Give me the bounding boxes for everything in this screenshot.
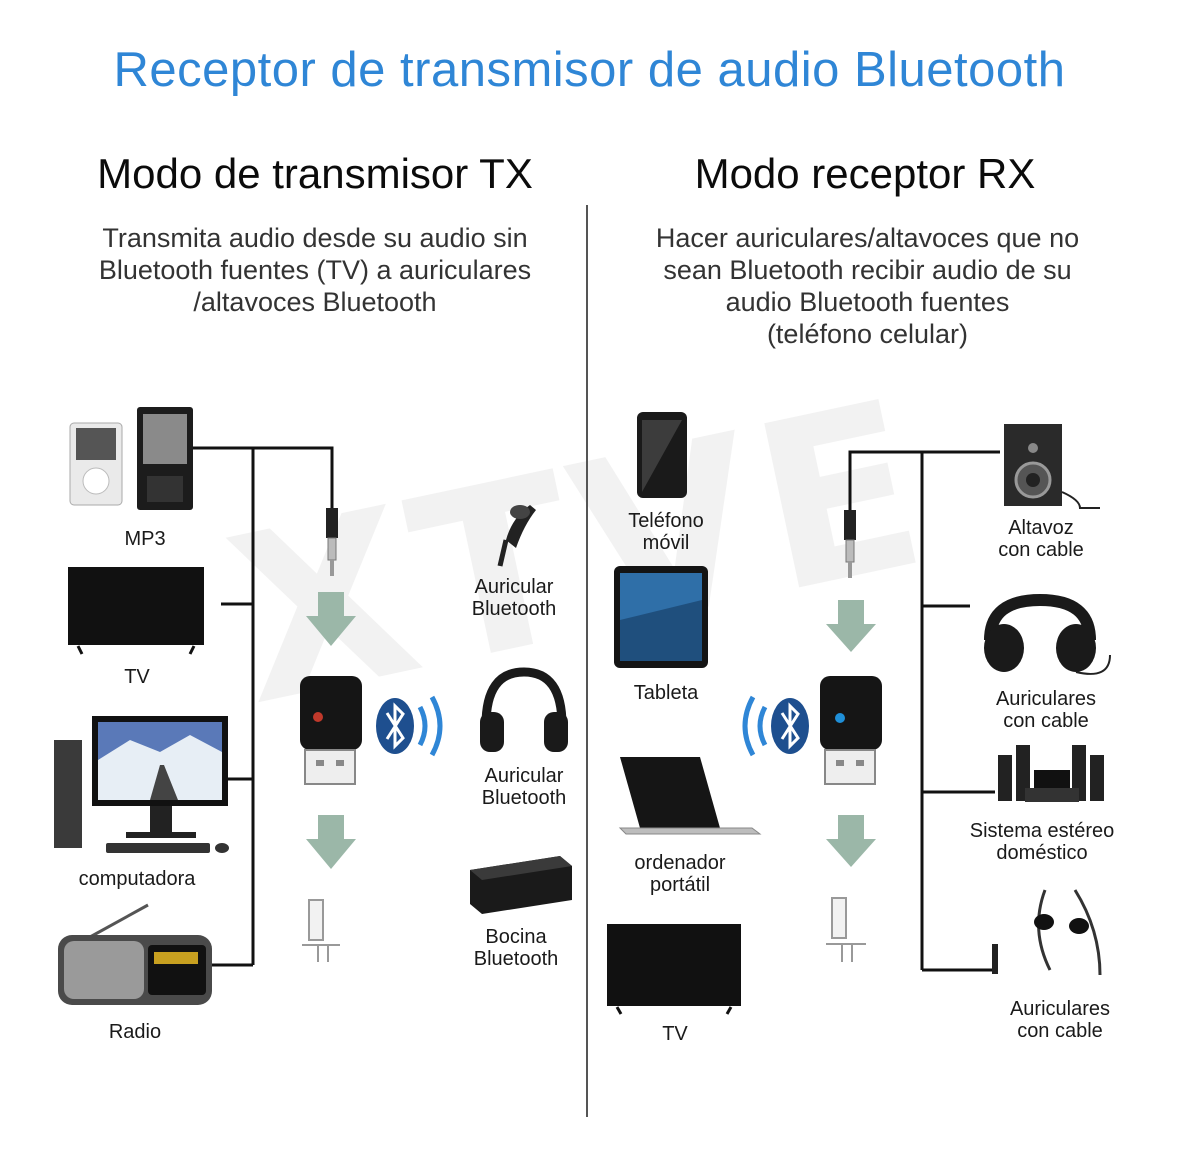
tx-output-label: Auricular Bluetooth bbox=[471, 576, 557, 620]
tx-wires bbox=[190, 446, 334, 967]
radio-icon bbox=[58, 903, 212, 1005]
wireless-waves-icon bbox=[742, 695, 768, 757]
tv-icon bbox=[68, 567, 204, 655]
tx-description-line: /altavoces Bluetooth bbox=[193, 287, 437, 317]
rx-description-line: Hacer auriculares/altavoces que no bbox=[655, 223, 1080, 253]
desktop-computer-icon bbox=[54, 716, 229, 853]
rx-output-label: Sistema estéreo doméstico bbox=[969, 820, 1115, 864]
rx-description: Hacer auriculares/altavoces que no sean … bbox=[585, 222, 1150, 350]
audio-jack-icon bbox=[326, 508, 338, 576]
tx-description-line: Transmita audio desde su audio sin bbox=[102, 223, 528, 253]
headphones-icon bbox=[480, 667, 568, 752]
tx-description-line: Bluetooth fuentes (TV) a auriculares bbox=[98, 255, 532, 285]
wired-headphones-icon bbox=[984, 593, 1111, 675]
rx-source-label: TV bbox=[662, 1023, 688, 1045]
mode-divider bbox=[586, 205, 588, 1117]
rx-output-label: Auriculares con cable bbox=[995, 688, 1097, 732]
laptop-icon bbox=[618, 757, 762, 835]
rx-source-label: ordenador portátil bbox=[634, 852, 726, 896]
bluetooth-icon bbox=[771, 698, 809, 754]
rx-description-line: sean Bluetooth recibir audio de su bbox=[663, 255, 1072, 285]
usb-dongle-icon bbox=[300, 676, 362, 785]
audio-jack-icon bbox=[844, 510, 856, 578]
bluetooth-icon bbox=[376, 698, 414, 754]
tx-source-label: MP3 bbox=[124, 528, 166, 550]
stereo-system-icon bbox=[998, 745, 1104, 802]
page-title: Receptor de transmisor de audio Bluetoot… bbox=[113, 43, 1066, 97]
tablet-icon bbox=[614, 566, 708, 668]
usb-dongle-icon bbox=[820, 676, 882, 785]
speaker-box-icon bbox=[470, 856, 572, 914]
arrow-down-icon bbox=[826, 600, 876, 652]
smartphone-icon bbox=[637, 412, 687, 498]
rx-heading: Modo receptor RX bbox=[694, 150, 1036, 197]
arrow-down-icon bbox=[306, 592, 356, 646]
wired-speaker-icon bbox=[1004, 424, 1100, 509]
rx-output-label: Altavoz con cable bbox=[998, 517, 1084, 561]
tx-source-label: computadora bbox=[78, 868, 196, 890]
tx-heading: Modo de transmisor TX bbox=[97, 150, 533, 197]
arrow-down-icon bbox=[306, 815, 356, 869]
tx-source-label: Radio bbox=[108, 1021, 162, 1043]
tx-description: Transmita audio desde su audio sin Bluet… bbox=[20, 222, 610, 318]
arrow-down-icon bbox=[826, 815, 876, 867]
tv-icon bbox=[607, 924, 741, 1015]
usb-plug-icon bbox=[302, 899, 340, 962]
earpiece-icon bbox=[497, 505, 536, 567]
earphones-icon bbox=[992, 889, 1102, 976]
rx-description-line: audio Bluetooth fuentes bbox=[725, 287, 1010, 317]
wireless-waves-icon bbox=[417, 695, 443, 757]
rx-source-label: Teléfono móvil bbox=[628, 510, 704, 554]
rx-description-line: (teléfono celular) bbox=[766, 319, 969, 349]
tx-source-label: TV bbox=[124, 666, 150, 688]
tx-output-label: Auricular Bluetooth bbox=[481, 765, 567, 809]
rx-output-label: Auriculares con cable bbox=[1009, 998, 1111, 1042]
rx-source-label: Tableta bbox=[633, 682, 699, 704]
tx-output-label: Bocina Bluetooth bbox=[473, 926, 559, 970]
mp3-player-icon bbox=[69, 407, 193, 510]
rx-wires bbox=[848, 450, 1000, 972]
usb-plug-icon bbox=[826, 897, 866, 962]
